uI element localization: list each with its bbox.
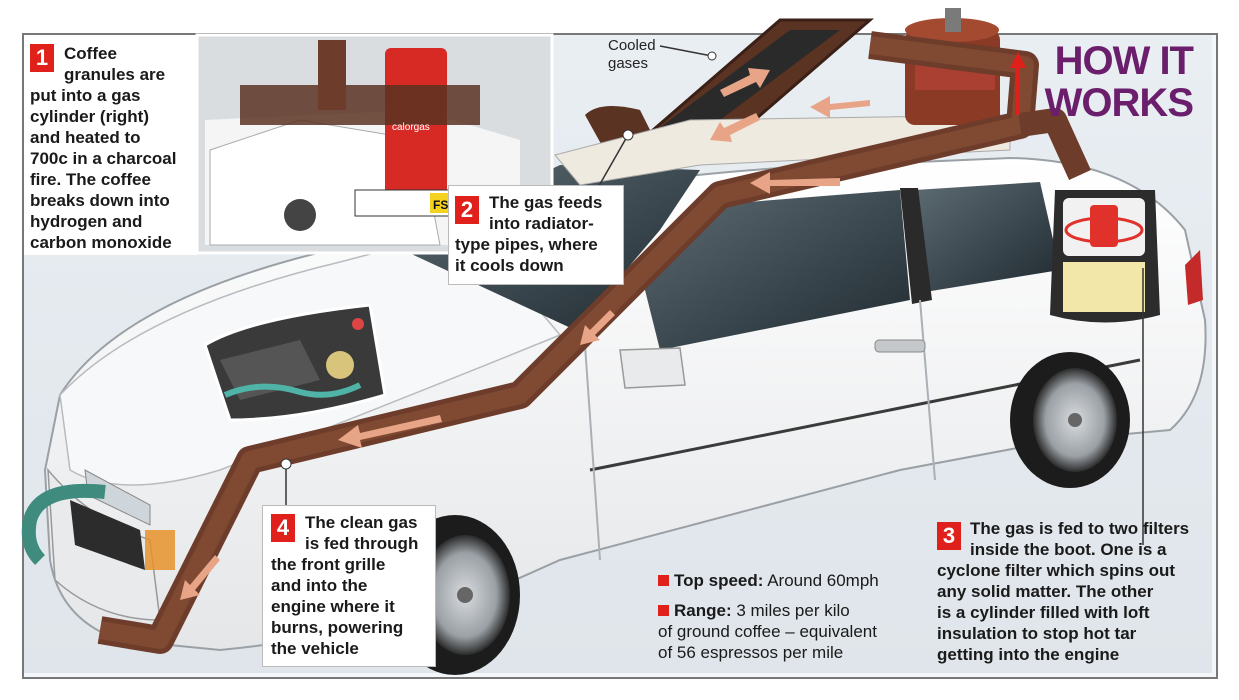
- step-1-line: granules are: [64, 65, 166, 84]
- step-4-text: The clean gas is fed through: [305, 512, 418, 554]
- step-3-text: The gas is fed to two filters inside the…: [970, 518, 1189, 560]
- title-line: WORKS: [1044, 81, 1194, 125]
- step-2-body: type pipes, where it cools down: [455, 234, 598, 276]
- step-3-line: getting into the engine: [937, 645, 1120, 664]
- step-3-line: insulation to stop hot tar: [937, 624, 1137, 643]
- page-title: HOW IT WORKS: [1044, 39, 1194, 125]
- step-3-line: The gas is fed to two filters: [970, 519, 1190, 538]
- leader-4-dot: [280, 458, 292, 470]
- cooled-gases-label: Cooled gases: [608, 37, 656, 73]
- range-line-2: of ground coffee – equivalent: [658, 622, 877, 641]
- step-3-line: is a cylinder filled with loft: [937, 603, 1150, 622]
- engine-bay: [203, 303, 387, 422]
- rear-wheel: [1010, 352, 1130, 488]
- step-1-line: put into a gas: [30, 86, 141, 105]
- cooled-line: gases: [608, 55, 649, 72]
- intake-hose: [21, 483, 106, 565]
- step-2-line: it cools down: [455, 256, 564, 275]
- canister-brand: calorgas: [392, 122, 430, 133]
- step-2-badge: 2: [455, 196, 479, 224]
- step-1-line: and heated to: [30, 128, 141, 147]
- inset-plate: FS: [433, 198, 448, 212]
- step-1-line: 700c in a charcoal: [30, 149, 177, 168]
- step-1-badge: 1: [30, 44, 54, 72]
- step-3-line: any solid matter. The other: [937, 582, 1154, 601]
- step-4-line: engine where it: [271, 597, 395, 616]
- filter-cutaway: [1050, 190, 1160, 323]
- step-3-body: cyclone filter which spins out any solid…: [937, 560, 1175, 665]
- top-speed-stat: Top speed: Around 60mph: [658, 570, 879, 591]
- cooled-line: Cooled: [608, 37, 656, 54]
- step-2-line: The gas feeds: [489, 193, 603, 212]
- range-line-3: of 56 espressos per mile: [658, 643, 844, 662]
- leader-cooled-dot: [707, 51, 717, 61]
- gas-pipe: [97, 31, 1091, 654]
- step-4-line: the front grille: [271, 555, 386, 574]
- range-label: Range:: [674, 601, 732, 620]
- step-4-line: The clean gas: [305, 513, 418, 532]
- flow-arrow: [180, 68, 870, 600]
- step-4-line: is fed through: [305, 534, 419, 553]
- step-1-line: carbon monoxide: [30, 233, 172, 252]
- step-2-line: type pipes, where: [455, 235, 598, 254]
- step-1-text: Coffee: [64, 43, 117, 64]
- top-speed-value: Around 60mph: [763, 571, 879, 590]
- step-1-line: fire. The coffee: [30, 170, 151, 189]
- step-4-line: the vehicle: [271, 639, 359, 658]
- step-2-text: The gas feeds into radiator-: [489, 192, 602, 234]
- red-arrow-head: [1010, 52, 1026, 68]
- step-1-line: hydrogen and: [30, 212, 143, 231]
- step-1-line: cylinder (right): [30, 107, 150, 126]
- step-4-line: burns, powering: [271, 618, 404, 637]
- title-line: HOW IT: [1054, 39, 1194, 83]
- bullet-icon: [658, 575, 669, 586]
- step-3-line: inside the boot. One is a: [970, 540, 1167, 559]
- leader-cooled: [659, 45, 713, 57]
- leader-2-dot: [622, 129, 634, 141]
- step-1-line: breaks down into: [30, 191, 170, 210]
- bullet-icon: [658, 605, 669, 616]
- range-stat: Range: 3 miles per kilo of ground coffee…: [658, 600, 877, 663]
- step-2-line: into radiator-: [489, 214, 594, 233]
- range-line-1: 3 miles per kilo: [731, 601, 850, 620]
- step-4-badge: 4: [271, 514, 295, 542]
- step-4-line: and into the: [271, 576, 368, 595]
- step-1-line: Coffee: [64, 44, 117, 63]
- step-4-body: the front grille and into the engine whe…: [271, 554, 403, 659]
- step-1-body: granules are put into a gas cylinder (ri…: [30, 64, 176, 253]
- top-speed-label: Top speed:: [674, 571, 764, 590]
- step-3-line: cyclone filter which spins out: [937, 561, 1176, 580]
- step-3-badge: 3: [937, 522, 961, 550]
